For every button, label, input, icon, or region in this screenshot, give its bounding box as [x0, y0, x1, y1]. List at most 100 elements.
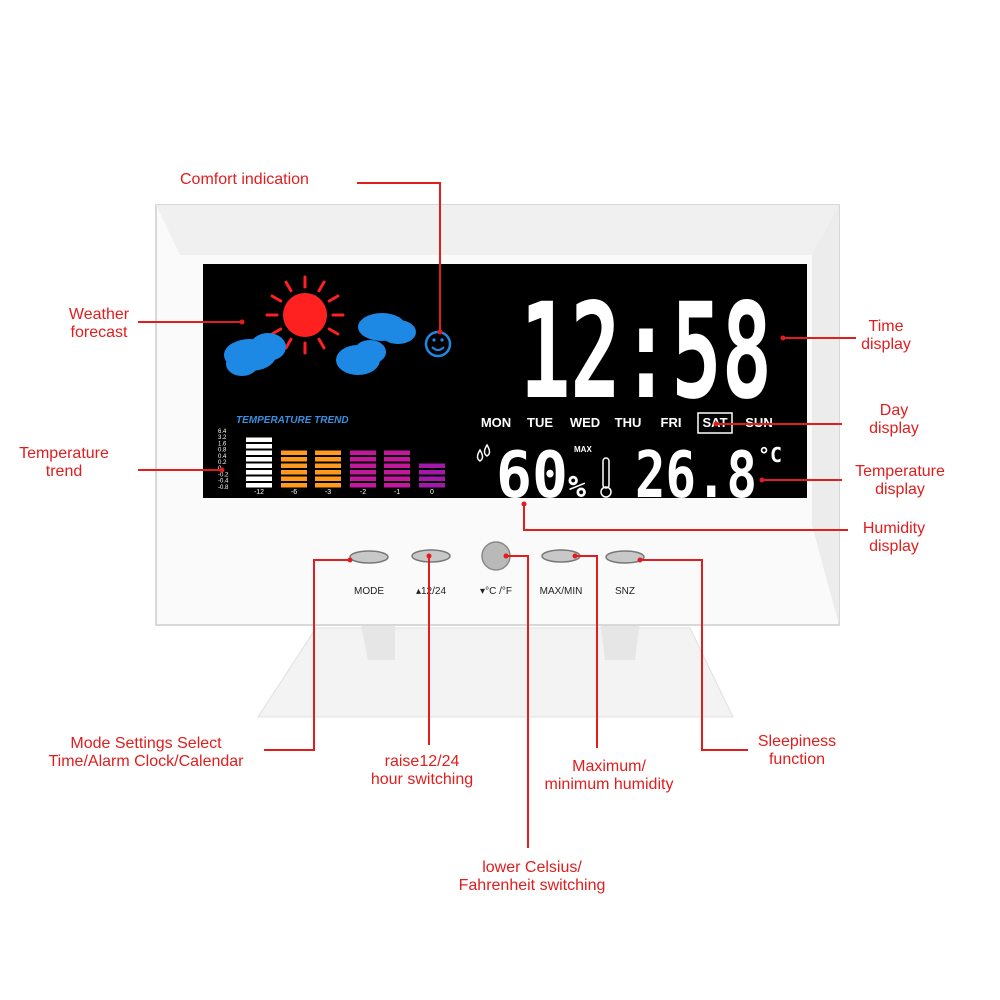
leader-mode: [264, 559, 350, 751]
trend-bar-segment: [350, 450, 376, 455]
button-label: MAX/MIN: [540, 586, 583, 597]
trend-bar-segment: [246, 457, 272, 462]
humidity-max-tag: MAX: [574, 445, 592, 454]
stand-leg-left: [360, 620, 395, 660]
leader-lower: [506, 555, 529, 848]
button-snooze[interactable]: SNZ: [605, 550, 645, 597]
trend-bar-segment: [315, 476, 341, 481]
callout-temp-display: Temperature display: [855, 463, 945, 498]
temperature-value: 26.8: [635, 439, 757, 513]
trend-bar-segment: [281, 476, 307, 481]
trend-bar-segment: [315, 463, 341, 468]
trend-scale-label: -0.8: [218, 485, 229, 491]
trend-bar-segment: [281, 470, 307, 475]
leader-humidity: [523, 504, 848, 531]
callout-weather: Weather forecast: [68, 306, 130, 341]
humidity-unit: %: [568, 470, 586, 505]
button-label: MODE: [354, 586, 384, 597]
trend-bar-segment: [419, 476, 445, 481]
leader-comfort: [357, 182, 441, 332]
sun-core: [283, 293, 327, 337]
callout-humidity: Humidity display: [862, 520, 926, 555]
trend-bar-segment: [384, 476, 410, 481]
droplet-icon: [476, 443, 491, 462]
trend-bar-segment: [246, 444, 272, 449]
callout-mode: Mode Settings Select Time/Alarm Clock/Ca…: [48, 735, 244, 770]
trend-bar-segment: [281, 463, 307, 468]
cloud-icon-left: [224, 333, 286, 376]
callout-time: Time display: [861, 318, 911, 353]
trend-bar-segment: [315, 483, 341, 488]
callout-temp-trend: Temperature trend: [19, 445, 109, 480]
trend-axis-label: -6: [291, 489, 297, 496]
leader-dots: [219, 319, 786, 563]
callout-maxmin: Maximum/ minimum humidity: [544, 758, 674, 793]
trend-axis-label: -1: [394, 489, 400, 496]
callout-raise: raise12/24 hour switching: [370, 753, 474, 788]
trend-bar-segment: [350, 476, 376, 481]
thermometer-icon: [600, 457, 612, 498]
stand-leg-right: [600, 620, 640, 660]
trend-bar-segment: [246, 450, 272, 455]
trend-bar-segment: [350, 457, 376, 462]
trend-scale-label: 3.2: [218, 435, 227, 441]
button-celsius-fahrenheit[interactable]: ▾°C /°F: [480, 541, 512, 597]
cloud-icon-right-top: [358, 313, 416, 344]
trend-scale-label: -0.4: [218, 479, 229, 485]
day-thu: THU: [615, 415, 642, 430]
leader-lines: [138, 182, 856, 848]
trend-bar-segment: [281, 457, 307, 462]
trend-scale: 6.43.21.60.80.40.20-0.2-0.4-0.8: [218, 429, 229, 491]
callout-comfort: Comfort indication: [180, 171, 309, 188]
day-row: MONTUEWEDTHUFRISATSUN: [481, 412, 773, 434]
trend-bar-segment: [350, 463, 376, 468]
trend-bar-segment: [384, 450, 410, 455]
bezel-top: [156, 205, 839, 255]
day-fri: FRI: [661, 415, 682, 430]
stand-base: [257, 627, 734, 718]
temperature-unit: °C: [758, 443, 782, 467]
callout-lower: lower Celsius/ Fahrenheit switching: [458, 859, 606, 894]
day-tue: TUE: [527, 415, 553, 430]
button-label: SNZ: [615, 586, 635, 597]
trend-bar-segment: [246, 470, 272, 475]
button-row: MODE ▴12/24 ▾°C /°F MAX/MIN SNZ: [349, 541, 645, 597]
trend-bar-segment: [384, 457, 410, 462]
trend-bar-segment: [281, 483, 307, 488]
trend-bar-segment: [419, 470, 445, 475]
trend-bar-segment: [315, 470, 341, 475]
trend-scale-label: 0.8: [218, 448, 227, 454]
sun-icon: [265, 275, 345, 355]
day-mon: MON: [481, 415, 511, 430]
trend-scale-label: 0.4: [218, 454, 227, 460]
button-label: ▾°C /°F: [480, 586, 512, 597]
trend-axis-label: 0: [430, 489, 434, 496]
cloud-icon-right-bottom: [336, 340, 386, 375]
bezel-right: [812, 205, 839, 625]
callout-sleep: Sleepiness function: [757, 733, 837, 768]
trend-bar-segment: [246, 463, 272, 468]
trend-scale-label: 6.4: [218, 429, 227, 435]
trend-bar-segment: [315, 450, 341, 455]
trend-bar-segment: [419, 463, 445, 468]
trend-bar-segment: [315, 457, 341, 462]
trend-bar-segment: [350, 470, 376, 475]
trend-bar-segment: [419, 483, 445, 488]
trend-bar-segment: [384, 483, 410, 488]
trend-axis-label: -12: [254, 489, 264, 496]
trend-bar-segment: [384, 463, 410, 468]
button-label: ▴12/24: [416, 586, 446, 597]
trend-scale-label: -0.2: [218, 472, 229, 478]
button-mode[interactable]: MODE: [349, 550, 389, 597]
trend-scale-label: 1.6: [218, 441, 227, 447]
trend-axis-label: -2: [360, 489, 366, 496]
trend-bar-segment: [246, 476, 272, 481]
day-wed: WED: [570, 415, 600, 430]
time-display: 12:58: [520, 275, 772, 429]
trend-scale-label: 0.2: [218, 460, 227, 466]
leader-sleep: [640, 559, 748, 751]
trend-title: TEMPERATURE TREND: [236, 415, 349, 426]
trend-bar-segment: [384, 470, 410, 475]
